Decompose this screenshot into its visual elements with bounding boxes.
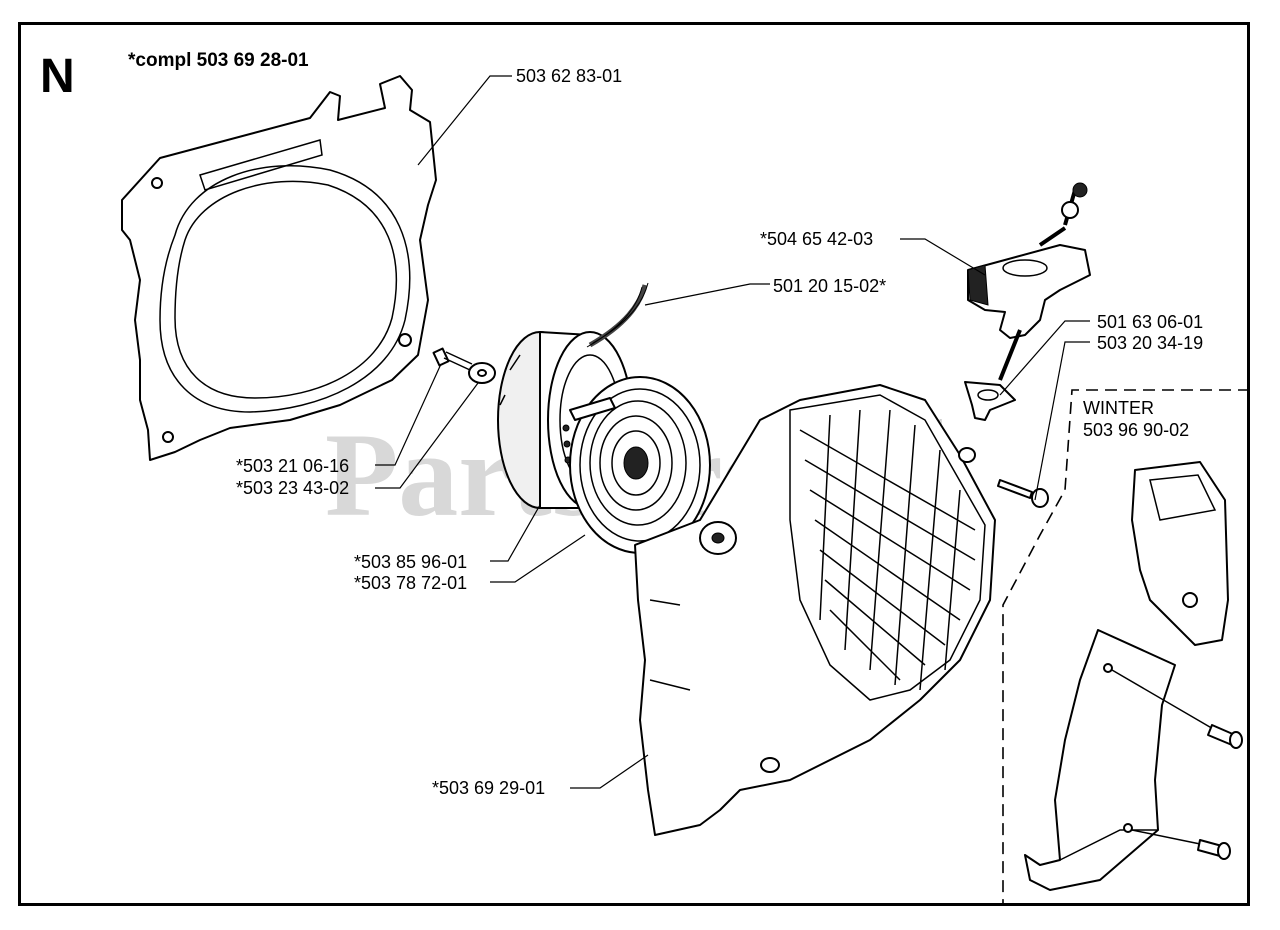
callout-starter-cover: *503 69 29-01 — [432, 778, 545, 798]
callout-washer: *503 23 43-02 — [236, 478, 349, 498]
winter-kit-plate-part[interactable] — [1024, 629, 1176, 891]
starter-handle-part[interactable] — [967, 182, 1091, 381]
callout-fan-housing: 503 62 83-01 — [516, 66, 622, 86]
winter-kit-screw-lower[interactable] — [1131, 829, 1231, 860]
rope-guide-part[interactable] — [964, 381, 1016, 421]
section-letter: N — [40, 50, 75, 103]
fan-housing-part[interactable] — [121, 75, 437, 461]
starter-rope-part[interactable] — [586, 282, 649, 348]
cover-grille — [799, 409, 976, 691]
callout-starter-pulley: *503 85 96-01 — [354, 552, 467, 572]
starter-cover-part[interactable] — [634, 384, 996, 836]
winter-kit-boundary — [1002, 389, 1250, 906]
washer-part[interactable] — [468, 362, 496, 384]
callout-recoil-spring: *503 78 72-01 — [354, 573, 467, 593]
callout-screw: *503 21 06-16 — [236, 456, 349, 476]
leader-lines — [375, 75, 1090, 789]
callout-starter-handle: *504 65 42-03 — [760, 229, 873, 249]
recoil-spring-part[interactable] — [569, 376, 711, 554]
cover-screw-part[interactable] — [997, 479, 1049, 508]
assembly-label: *compl 503 69 28-01 — [128, 50, 309, 71]
screw-part[interactable] — [432, 347, 473, 371]
callout-cover-screw: 503 20 34-19 — [1097, 333, 1203, 353]
callout-rope-guide: 501 63 06-01 — [1097, 312, 1203, 332]
winter-kit-part-number: 503 96 90-02 — [1083, 420, 1189, 440]
callout-starter-rope: 501 20 15-02* — [773, 276, 886, 296]
winter-kit-screw-upper[interactable] — [1111, 669, 1243, 749]
winter-kit-title: WINTER — [1083, 398, 1154, 418]
winter-kit-cover-part[interactable] — [1131, 461, 1229, 646]
diagram-frame — [18, 22, 1250, 906]
